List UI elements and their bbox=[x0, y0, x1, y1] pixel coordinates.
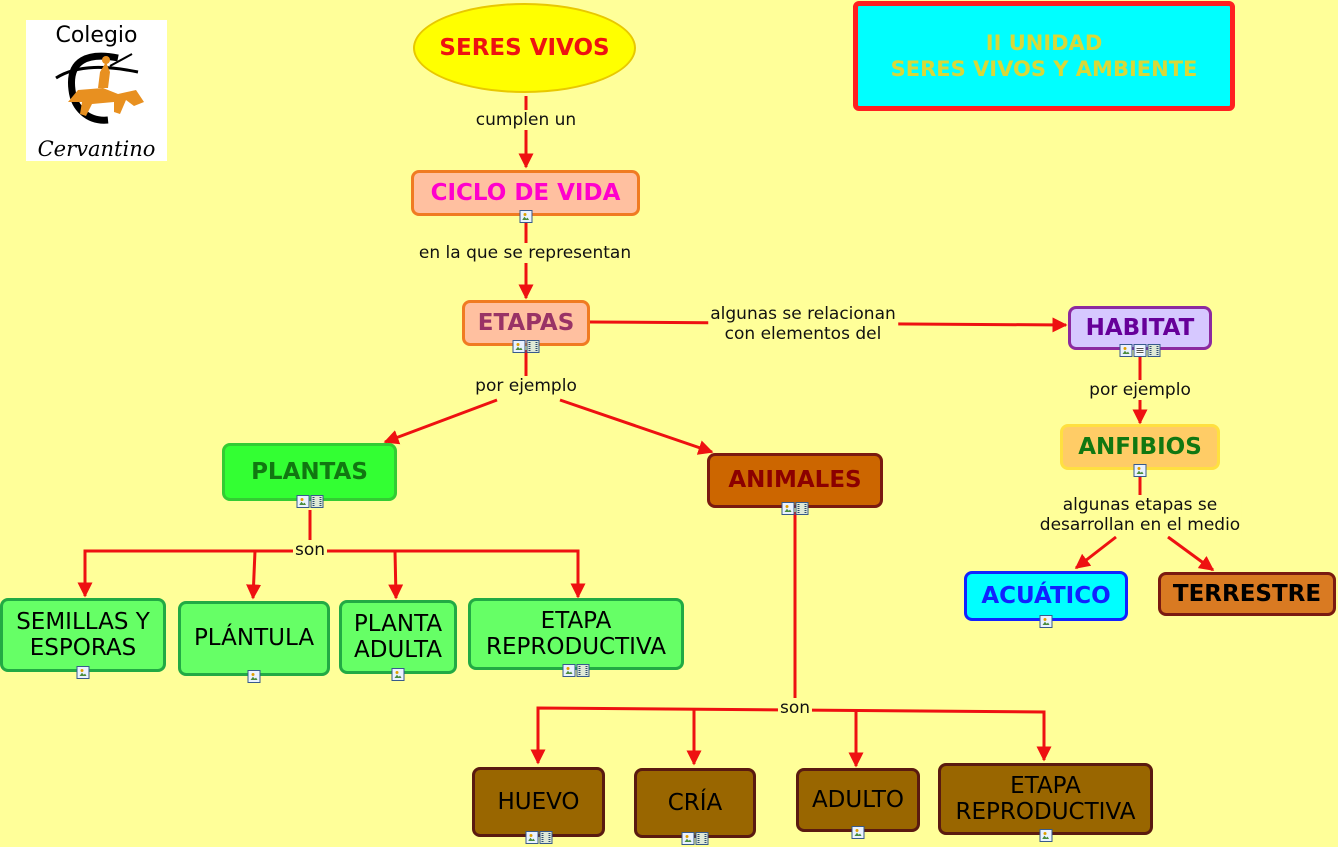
concept-huevo[interactable]: HUEVO bbox=[472, 767, 605, 844]
image-icon[interactable] bbox=[519, 210, 532, 223]
image-icon[interactable] bbox=[681, 832, 695, 845]
concept-label: ETAPAS bbox=[477, 309, 575, 336]
image-icon[interactable] bbox=[562, 664, 576, 677]
concept-label: TERRESTRE bbox=[1172, 580, 1322, 607]
resource-icons bbox=[1133, 464, 1147, 477]
concept-label: ANFIBIOS bbox=[1078, 433, 1202, 460]
concept-label: SEMILLAS Y ESPORAS bbox=[16, 608, 150, 661]
link-medio-terrestre bbox=[1167, 535, 1215, 572]
concept-label: ANIMALES bbox=[728, 467, 862, 494]
concept-terrestre[interactable]: TERRESTRE bbox=[1158, 572, 1336, 616]
image-icon[interactable] bbox=[1133, 464, 1147, 477]
resource-icons bbox=[296, 495, 323, 508]
connector-en-la-que: en la que se representan bbox=[416, 243, 634, 264]
resource-icons bbox=[1039, 615, 1053, 628]
logo-top-text: Colegio bbox=[55, 23, 138, 48]
resource-icons bbox=[76, 666, 90, 679]
logo-bottom-text: Cervantino bbox=[37, 137, 156, 161]
concept-seres-vivos[interactable]: SERES VIVOS bbox=[413, 3, 636, 93]
resource-icons bbox=[1039, 829, 1052, 842]
rider-emblem-icon bbox=[55, 52, 144, 124]
resource-icons bbox=[781, 502, 809, 515]
image-icon[interactable] bbox=[1039, 615, 1053, 628]
resource-icons bbox=[525, 831, 552, 844]
resource-icons bbox=[512, 340, 540, 353]
unit-title-box: II UNIDAD SERES VIVOS Y AMBIENTE bbox=[853, 1, 1235, 111]
image-icon[interactable] bbox=[781, 502, 795, 515]
concept-label: ETAPA REPRODUCTIVA bbox=[955, 772, 1136, 825]
connector-son-plantas: son bbox=[292, 540, 328, 561]
link-ejemplo-animales bbox=[559, 398, 714, 455]
film-icon[interactable] bbox=[795, 502, 809, 515]
concept-plantula[interactable]: PLÁNTULA bbox=[178, 601, 330, 683]
resource-icons bbox=[1119, 344, 1161, 357]
connector-line2: desarrollan en el medio bbox=[1039, 515, 1241, 536]
unit-title-line1: II UNIDAD bbox=[985, 30, 1103, 55]
concept-planta-adulta[interactable]: PLANTA ADULTA bbox=[339, 600, 457, 681]
link-ejemplo-plantas bbox=[383, 398, 498, 445]
film-icon[interactable] bbox=[1147, 344, 1161, 357]
concept-label: HABITAT bbox=[1085, 314, 1195, 341]
image-icon[interactable] bbox=[391, 668, 405, 681]
concept-label: ADULTO bbox=[811, 786, 905, 813]
concept-label: PLÁNTULA bbox=[193, 625, 315, 652]
connector-por-ejemplo-etapas: por ejemplo bbox=[473, 376, 579, 397]
document-icon[interactable] bbox=[1133, 344, 1147, 357]
connector-algunas-etapas: algunas etapas se desarrollan en el medi… bbox=[1037, 495, 1243, 536]
connector-por-ejemplo-habitat: por ejemplo bbox=[1087, 380, 1193, 401]
image-icon[interactable] bbox=[1119, 344, 1133, 357]
resource-icons bbox=[519, 210, 532, 223]
concept-label: ETAPA REPRODUCTIVA bbox=[486, 607, 666, 660]
image-icon[interactable] bbox=[512, 340, 526, 353]
concept-label: PLANTA ADULTA bbox=[353, 610, 443, 663]
connector-algunas-se-relacionan: algunas se relacionan con elementos del bbox=[708, 304, 898, 345]
image-icon[interactable] bbox=[76, 666, 90, 679]
connector-cumplen-un: cumplen un bbox=[473, 110, 579, 131]
resource-icons bbox=[681, 832, 709, 845]
connector-line2: con elementos del bbox=[724, 324, 882, 345]
concept-ciclo-de-vida[interactable]: CICLO DE VIDA bbox=[411, 170, 640, 223]
film-icon[interactable] bbox=[526, 340, 540, 353]
concept-etapa-reproductiva-plantas[interactable]: ETAPA REPRODUCTIVA bbox=[468, 598, 684, 677]
concept-plantas[interactable]: PLANTAS bbox=[222, 443, 397, 508]
concept-etapa-reproductiva-animales[interactable]: ETAPA REPRODUCTIVA bbox=[938, 763, 1153, 842]
film-icon[interactable] bbox=[310, 495, 323, 508]
resource-icons bbox=[391, 668, 405, 681]
connector-son-animales: son bbox=[777, 698, 813, 719]
concept-animales[interactable]: ANIMALES bbox=[707, 453, 883, 515]
resource-icons bbox=[562, 664, 590, 677]
concept-anfibios[interactable]: ANFIBIOS bbox=[1060, 424, 1220, 477]
concept-adulto[interactable]: ADULTO bbox=[796, 768, 920, 839]
image-icon[interactable] bbox=[851, 826, 865, 839]
link-medio-acuatico bbox=[1074, 535, 1117, 570]
image-icon[interactable] bbox=[1039, 829, 1052, 842]
image-icon[interactable] bbox=[525, 831, 538, 844]
concept-label: ACUÁTICO bbox=[981, 582, 1111, 609]
concept-label: PLANTAS bbox=[251, 458, 368, 485]
link-son-plantas-branches bbox=[83, 549, 586, 599]
concept-label: CRÍA bbox=[667, 789, 723, 816]
concept-label: HUEVO bbox=[497, 788, 580, 815]
film-icon[interactable] bbox=[576, 664, 590, 677]
film-icon[interactable] bbox=[695, 832, 709, 845]
concept-cria[interactable]: CRÍA bbox=[634, 768, 756, 845]
image-icon[interactable] bbox=[296, 495, 309, 508]
concept-etapas[interactable]: ETAPAS bbox=[462, 300, 590, 353]
concept-semillas-esporas[interactable]: SEMILLAS Y ESPORAS bbox=[0, 598, 166, 679]
connector-line1: algunas etapas se bbox=[1062, 495, 1218, 515]
resource-icons bbox=[851, 826, 865, 839]
resource-icons bbox=[247, 670, 261, 683]
image-icon[interactable] bbox=[247, 670, 261, 683]
connector-line1: algunas se relacionan bbox=[710, 304, 896, 324]
unit-title-line2: SERES VIVOS Y AMBIENTE bbox=[890, 57, 1198, 81]
concept-acuatico[interactable]: ACUÁTICO bbox=[964, 571, 1128, 628]
concept-label: CICLO DE VIDA bbox=[430, 179, 621, 206]
concept-label: SERES VIVOS bbox=[439, 34, 610, 61]
film-icon[interactable] bbox=[539, 831, 552, 844]
concept-habitat[interactable]: HABITAT bbox=[1068, 306, 1212, 357]
school-logo: Colegio Cervantino bbox=[26, 20, 167, 161]
